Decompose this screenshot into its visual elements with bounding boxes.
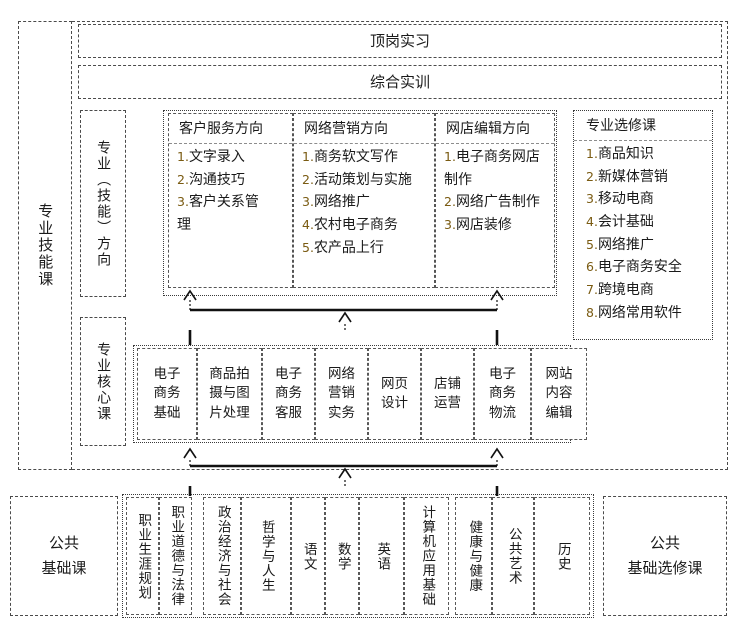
general-course-label: 英语 [374, 541, 391, 571]
general-course-cell: 政治经济与社会 [203, 497, 241, 615]
general-course-label: 计算机应用基础 [419, 505, 436, 607]
general-course-label: 哲学与人生 [258, 519, 275, 593]
general-course-cell: 职业生涯规划 [126, 497, 159, 615]
general-course-label: 职业道德与法律 [168, 505, 185, 607]
core-course-label: 电子商务客服 [275, 366, 302, 421]
comprehensive-training-banner-text: 综合实训 [369, 72, 430, 91]
core-course-label: 电子商务物流 [489, 366, 516, 421]
elective-item: 5.网络推广 [586, 236, 654, 253]
general-course-row-frame [122, 494, 594, 618]
direction-column-customer-service: 客户服务方向 1.文字录入 2.沟通技巧 3.客户关系管 理 [168, 113, 293, 288]
general-course-cell: 英语 [359, 497, 404, 615]
general-course-cell: 哲学与人生 [241, 497, 291, 615]
direction-item: 1.文字录入 [177, 149, 245, 165]
skill-direction-label-box: 专业（技能）方向 [80, 110, 126, 297]
direction-item: 2.沟通技巧 [177, 171, 245, 188]
public-base-label: 公共 基础课 [41, 533, 87, 578]
electives-header: 专业选修课 [574, 111, 712, 141]
elective-item: 3.移动电商 [586, 191, 654, 208]
elective-item: 2.新媒体营销 [586, 168, 668, 185]
core-course-cell: 电子商务物流 [474, 348, 531, 440]
general-course-label: 历史 [554, 541, 571, 571]
core-course-cell: 网站内容编辑 [531, 348, 587, 440]
core-course-label: 电子商务基础 [153, 366, 181, 421]
directions-outer-frame [163, 110, 557, 296]
direction-item: 3.网络推广 [302, 194, 370, 211]
direction-header: 网络营销方向 [294, 114, 434, 144]
elective-item: 1.商品知识 [586, 146, 654, 162]
elective-item: 7.跨境电商 [586, 282, 654, 299]
general-course-cell: 历史 [534, 497, 590, 615]
direction-item: 5.农产品上行 [302, 239, 384, 256]
electives-box: 专业选修课 1.商品知识 2.新媒体营销 3.移动电商 4.会计基础 5.网络推… [573, 110, 713, 340]
core-course-cell: 店铺运营 [421, 348, 474, 440]
general-course-label: 健康与健康 [466, 519, 483, 593]
skill-course-label-text: 专业技能课 [36, 203, 55, 288]
public-elective-label: 公共 基础选修课 [627, 533, 703, 578]
core-course-label: 网页设计 [381, 375, 408, 411]
core-course-label-box: 专业核心课 [80, 317, 126, 446]
skill-course-label: 专业技能课 [18, 21, 72, 470]
general-course-cell: 公共艺术 [492, 497, 534, 615]
general-course-cell: 数学 [325, 497, 359, 615]
elective-item: 6.电子商务安全 [586, 259, 682, 276]
general-course-label: 语文 [300, 541, 317, 571]
direction-item-list: 1.商务软文写作 2.活动策划与实施 3.网络推广 4.农村电子商务 5.农产品… [294, 144, 434, 259]
core-course-cell: 商品拍摄与图片处理 [197, 348, 262, 440]
public-base-box: 公共 基础课 [10, 496, 118, 616]
core-course-label: 商品拍摄与图片处理 [209, 366, 250, 421]
direction-column-shop-editing: 网店编辑方向 1.电子商务网店 制作 2.网络广告制作 3.网店装修 [435, 113, 555, 288]
elective-item: 8.网络常用软件 [586, 304, 682, 321]
direction-item-list: 1.文字录入 2.沟通技巧 3.客户关系管 理 [169, 144, 292, 237]
direction-header: 客户服务方向 [169, 114, 292, 144]
direction-item: 制作 [444, 171, 472, 188]
core-course-cell: 电子商务客服 [262, 348, 315, 440]
general-course-cell: 语文 [291, 497, 325, 615]
core-course-label: 店铺运营 [434, 375, 461, 411]
internship-banner: 顶岗实习 [78, 24, 722, 58]
general-course-cell: 健康与健康 [455, 497, 492, 615]
core-course-label: 网络营销实务 [328, 366, 355, 421]
direction-item: 3.网店装修 [444, 217, 512, 234]
core-course-cell: 网络营销实务 [315, 348, 368, 440]
direction-header: 网店编辑方向 [436, 114, 554, 144]
direction-item: 2.活动策划与实施 [302, 171, 412, 188]
electives-list: 1.商品知识 2.新媒体营销 3.移动电商 4.会计基础 5.网络推广 6.电子… [574, 141, 712, 324]
skill-direction-label-text: 专业（技能）方向 [95, 139, 112, 268]
elective-item: 4.会计基础 [586, 214, 654, 231]
general-course-label: 数学 [334, 541, 351, 571]
core-course-cell: 电子商务基础 [137, 348, 197, 440]
general-course-cell: 计算机应用基础 [404, 497, 449, 615]
direction-item: 1.电子商务网店 [444, 149, 540, 165]
internship-banner-text: 顶岗实习 [369, 31, 430, 50]
general-course-cell: 职业道德与法律 [159, 497, 192, 615]
direction-item: 2.网络广告制作 [444, 194, 540, 211]
direction-column-network-marketing: 网络营销方向 1.商务软文写作 2.活动策划与实施 3.网络推广 4.农村电子商… [293, 113, 435, 288]
general-course-label: 公共艺术 [505, 527, 522, 585]
comprehensive-training-banner: 综合实训 [78, 65, 722, 99]
general-course-label: 职业生涯规划 [135, 512, 152, 600]
direction-item: 1.商务软文写作 [302, 149, 398, 165]
core-course-label: 网站内容编辑 [545, 366, 573, 421]
public-elective-box: 公共 基础选修课 [603, 496, 727, 616]
core-course-cell: 网页设计 [368, 348, 421, 440]
core-course-label-text: 专业核心课 [95, 341, 112, 422]
direction-item: 理 [177, 217, 191, 234]
direction-item: 3.客户关系管 [177, 194, 259, 211]
skill-course-container [18, 21, 72, 470]
general-course-label: 政治经济与社会 [214, 505, 231, 607]
direction-item: 4.农村电子商务 [302, 217, 398, 234]
direction-item-list: 1.电子商务网店 制作 2.网络广告制作 3.网店装修 [436, 144, 554, 237]
